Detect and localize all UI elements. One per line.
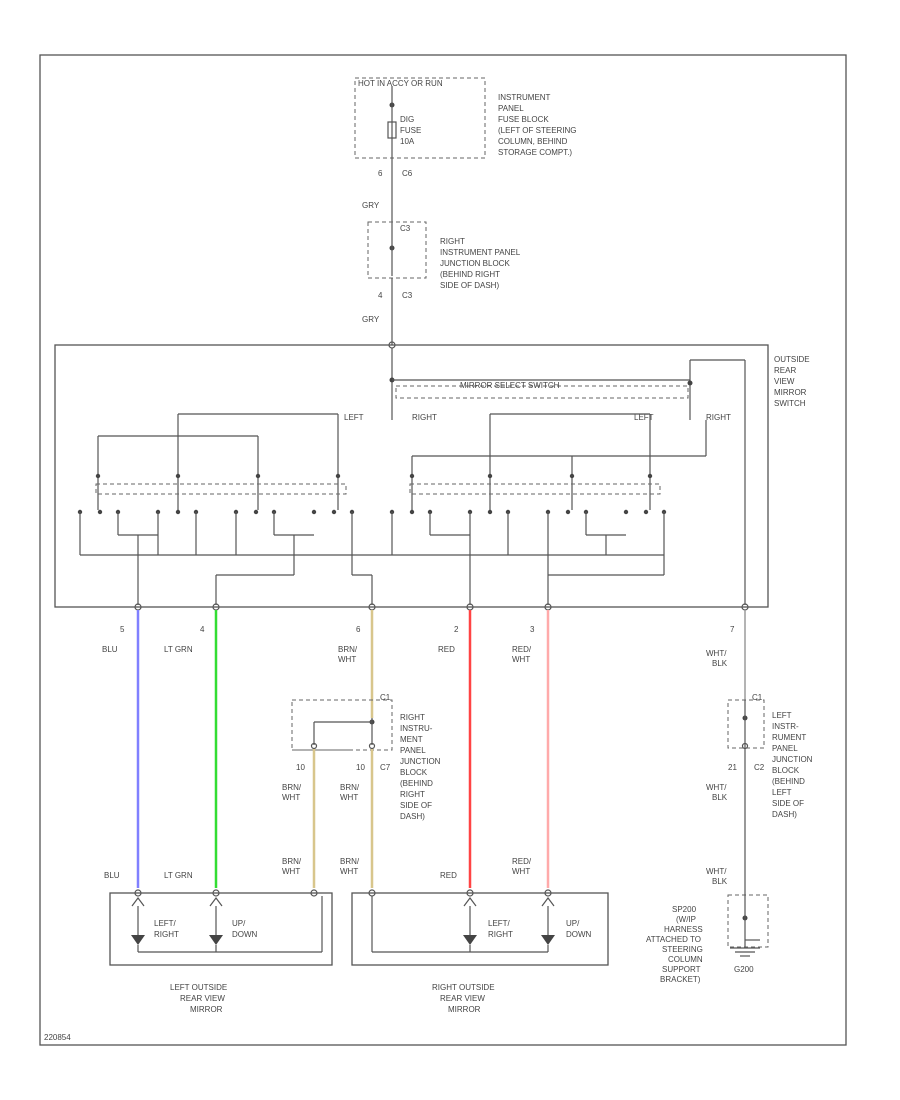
svg-text:6: 6 [356,625,361,634]
svg-text:4: 4 [378,291,383,300]
doc-id: 220854 [44,1033,71,1042]
svg-text:5: 5 [120,625,125,634]
ljb-label: LEFT INSTR- RUMENT PANEL JUNCTION BLOCK … [772,711,815,819]
svg-text:C1: C1 [380,693,391,702]
svg-text:LEFT/ RIGHT: LEFT/ RIGHT [154,919,179,939]
rjb-mid-label: RIGHT INSTRU- MENT PANEL JUNCTION BLOCK … [400,713,443,821]
wire-lt-grn: 4 LT GRN LT GRN [164,603,220,888]
right-ip-junction-block-mid: C1 RIGHT INSTRU- MENT PANEL JUNCTION BLO… [291,693,443,821]
svg-text:BLU: BLU [102,645,118,654]
wire-wht-blk: 7 WHT/ BLK [706,603,749,700]
ip-fuse-block-label: INSTRUMENT PANEL FUSE BLOCK (LEFT OF STE… [498,93,579,157]
wire-blu: 5 BLU BLU [102,603,142,888]
svg-text:WHT/ BLK: WHT/ BLK [706,867,729,886]
svg-text:RED: RED [440,871,457,880]
right-mirror-label: RIGHT OUTSIDE REAR VIEW MIRROR [432,983,497,1014]
svg-text:RIGHT: RIGHT [706,413,731,422]
svg-text:LEFT: LEFT [344,413,364,422]
svg-text:3: 3 [530,625,535,634]
c6-pin: 6 [378,169,383,178]
wire-brn-wht: 6 BRN/ WHT [338,603,376,718]
svg-text:LEFT: LEFT [634,413,654,422]
svg-text:C2: C2 [754,763,765,772]
svg-text:4: 4 [200,625,205,634]
svg-text:BRN/ WHT: BRN/ WHT [282,783,303,802]
svg-text:BRN/ WHT: BRN/ WHT [340,857,361,876]
fuse-name: DIG [400,115,414,124]
svg-text:2: 2 [454,625,459,634]
left-mirror-label: LEFT OUTSIDE REAR VIEW MIRROR [170,983,229,1014]
diagram-frame [39,54,847,1046]
sp200-label: SP200 (W/IP HARNESS ATTACHED TO STEERING… [646,905,705,984]
ground-g200: G200 [730,947,760,974]
left-outside-mirror: LEFT/ RIGHT UP/ DOWN LEFT OUTSIDE REAR V… [109,889,333,1014]
svg-text:RIGHT: RIGHT [412,413,437,422]
ground-label: G200 [734,965,754,974]
svg-text:BRN/ WHT: BRN/ WHT [338,645,359,664]
svg-text:WHT/ BLK: WHT/ BLK [706,649,729,668]
c6-connector: C6 [402,169,413,178]
left-ip-junction-block: C1 LEFT INSTR- RUMENT PANEL JUNCTION BLO… [706,693,815,886]
wire-gry-2-label: GRY [362,315,380,324]
svg-text:10: 10 [296,763,305,772]
wire-gry-1-label: GRY [362,201,380,210]
sp200-splice: SP200 (W/IP HARNESS ATTACHED TO STEERING… [646,880,769,984]
svg-text:C7: C7 [380,763,391,772]
right-outside-mirror: LEFT/ RIGHT UP/ DOWN RIGHT OUTSIDE REAR … [351,889,609,1014]
fuse-amp: 10A [400,137,415,146]
svg-text:RED/ WHT: RED/ WHT [512,645,533,664]
svg-text:C3: C3 [400,224,411,233]
right-ip-junction-block-top: C3 RIGHT INSTRUMENT PANEL JUNCTION BLOCK… [367,221,522,300]
wire-red: 2 RED RED [438,603,474,888]
fuse-word: FUSE [400,126,421,135]
hot-label: HOT IN ACCY OR RUN [358,79,443,88]
svg-text:UP/ DOWN: UP/ DOWN [566,919,592,939]
svg-text:LEFT/ RIGHT: LEFT/ RIGHT [488,919,513,939]
svg-text:BRN/ WHT: BRN/ WHT [340,783,361,802]
svg-text:C3: C3 [402,291,413,300]
switch-contacts-left [77,473,355,515]
instrument-panel-fuse-block: HOT IN ACCY OR RUN DIG FUSE 10A INSTRUME… [354,77,579,178]
svg-text:BRN/ WHT: BRN/ WHT [282,857,303,876]
svg-text:C1: C1 [752,693,763,702]
wire-red-wht: 3 RED/ WHT RED/ WHT [512,603,552,888]
svg-text:RED/ WHT: RED/ WHT [512,857,533,876]
svg-text:21: 21 [728,763,737,772]
svg-text:WHT/ BLK: WHT/ BLK [706,783,729,802]
svg-text:LT GRN: LT GRN [164,645,193,654]
outside-rear-view-mirror-switch: OUTSIDE REAR VIEW MIRROR SWITCH MIRROR S… [54,341,812,608]
switch-name-label: OUTSIDE REAR VIEW MIRROR SWITCH [774,355,812,408]
mirror-select-label: MIRROR SELECT SWITCH [460,381,560,390]
svg-text:10: 10 [356,763,365,772]
svg-text:UP/ DOWN: UP/ DOWN [232,919,258,939]
svg-text:RED: RED [438,645,455,654]
svg-text:BLU: BLU [104,871,120,880]
rjb-top-label: RIGHT INSTRUMENT PANEL JUNCTION BLOCK (B… [440,237,522,290]
svg-text:7: 7 [730,625,735,634]
svg-text:LT GRN: LT GRN [164,871,193,880]
